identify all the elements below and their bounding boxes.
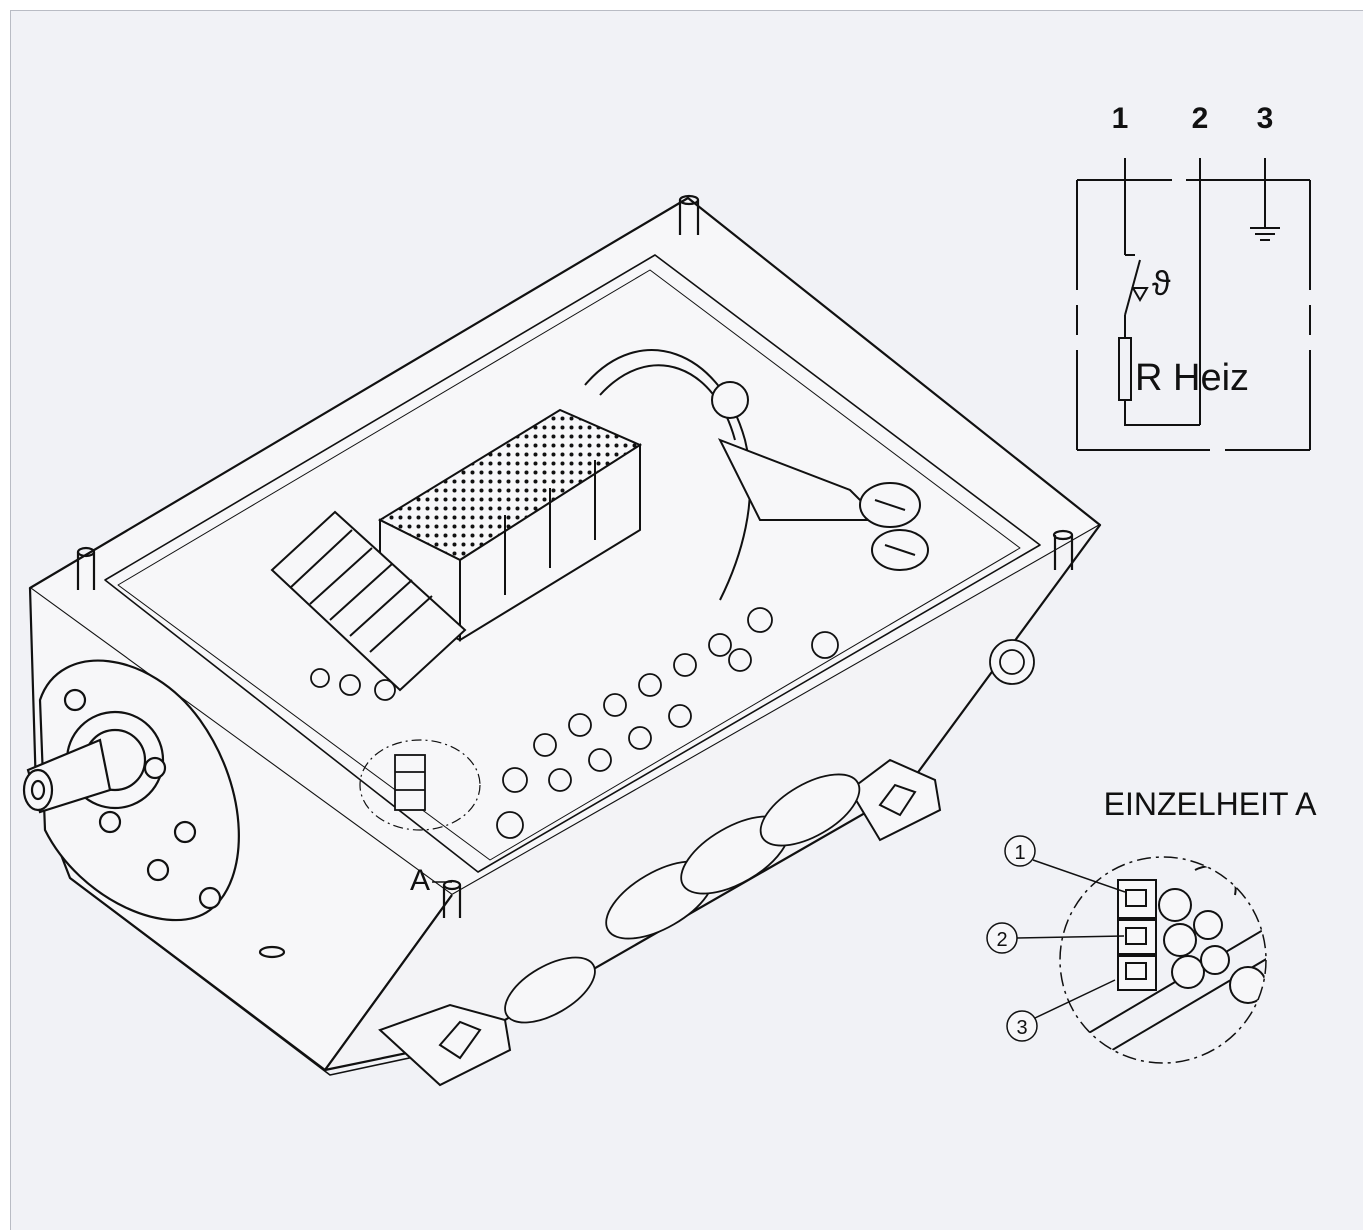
theta-label: ϑ: [1152, 265, 1171, 303]
flange-assembly: [22, 659, 286, 959]
heater-schematic: 1 2 3 ϑ R Heiz: [1076, 102, 1311, 451]
callout-1: 1: [1014, 842, 1025, 864]
terminal-label-2: 2: [1192, 102, 1209, 135]
terminal-modules: [270, 408, 643, 692]
terminal-screws: [310, 607, 839, 839]
resistor-label: R Heiz: [1135, 357, 1249, 399]
mounting-feet: [378, 758, 942, 1087]
cable-glands: [504, 639, 1035, 1024]
cam-wheel: [584, 349, 929, 601]
callout-2: 2: [996, 929, 1007, 951]
actuator-enclosure: [28, 194, 1102, 1076]
detail-view-a: EINZELHEIT A 1 2 3: [986, 786, 1317, 1064]
terminal-label-1: 1: [1112, 102, 1129, 135]
callout-3: 3: [1016, 1017, 1027, 1039]
detail-title: EINZELHEIT A: [1104, 786, 1317, 822]
terminal-label-3: 3: [1257, 102, 1274, 135]
detail-marker-a: A: [410, 864, 430, 897]
